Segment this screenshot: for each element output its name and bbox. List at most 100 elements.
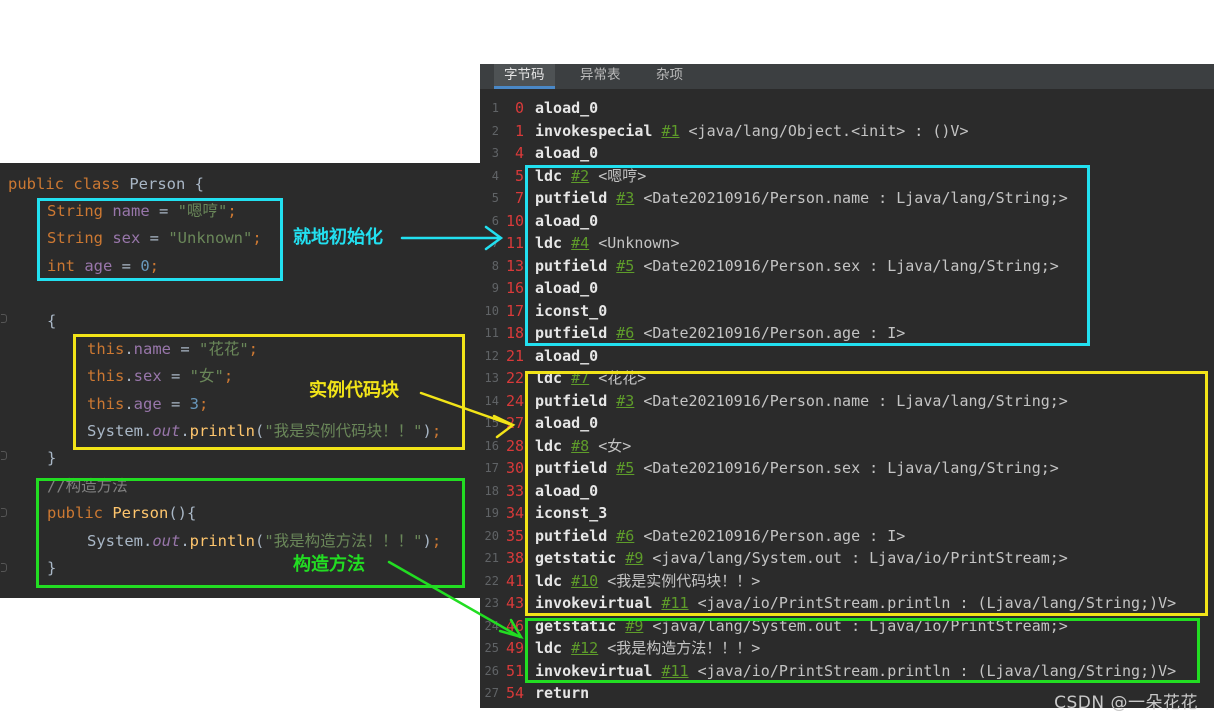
tab-misc[interactable]: 杂项 (656, 67, 683, 83)
constant-pool-ref-link[interactable]: #11 (661, 661, 689, 680)
opcode: aload_0 (535, 210, 598, 232)
constant-pool-ref-link[interactable]: #9 (625, 616, 644, 635)
bytecode-offset: 22 (505, 369, 524, 387)
bytecode-tab-bar: 字节码 异常表 杂项 (480, 64, 1214, 89)
code-token: "嗯哼" (177, 202, 228, 220)
watermark: CSDN @一朵花花 (1054, 693, 1198, 713)
code-token: ; (431, 422, 442, 440)
opcode-name: iconst_3 (535, 504, 608, 522)
fold-marker-icon[interactable] (1, 563, 7, 572)
constant-pool-ref-link[interactable]: #3 (616, 189, 635, 207)
code-token: = (140, 229, 169, 247)
code-token: System. (87, 422, 153, 440)
constant-pool-ref-link[interactable]: #2 (571, 166, 590, 185)
constant-pool-ref-link[interactable]: #11 (661, 594, 689, 612)
code-token: } (47, 449, 57, 467)
bytecode-offset: 13 (505, 256, 524, 275)
constant-pool-ref-link[interactable]: #6 (616, 526, 635, 545)
fold-marker-icon[interactable] (1, 451, 7, 460)
bytecode-offset: 51 (505, 661, 524, 680)
code-token: this (87, 367, 125, 385)
opcode-name: aload_0 (535, 211, 599, 230)
bytecode-offset: 17 (505, 301, 524, 320)
bytecode-field-init-box (525, 165, 1090, 346)
code-line: this.age = 3; (87, 394, 208, 414)
constant-pool-ref-link[interactable]: #8 (571, 436, 590, 455)
opcode: putfield #3 <Date20210916/Person.name : … (535, 390, 1068, 412)
constant-pool-ref-link[interactable]: #12 (571, 639, 599, 657)
opcode: return (535, 682, 589, 704)
constant-pool-ref-link[interactable]: #5 (616, 459, 635, 477)
constant-pool-ref-link[interactable]: #6 (616, 324, 635, 342)
opcode: ldc #12 <我是构造方法！！！> (535, 637, 760, 659)
bytecode-offset: 7 (514, 189, 524, 207)
line-number: 11 (484, 326, 499, 340)
opcode: ldc #4 <Unknown> (535, 232, 680, 254)
fold-marker-icon[interactable] (1, 508, 7, 517)
constant-pool-ref-link[interactable]: #3 (616, 391, 635, 410)
line-number: 21 (484, 551, 499, 565)
constant-pool-ref-link[interactable]: #5 (616, 256, 635, 275)
opcode: aload_0 (535, 412, 598, 434)
line-number: 19 (484, 506, 499, 520)
code-token: println (189, 422, 255, 440)
code-token: //构造方法 (47, 477, 128, 495)
code-token: public class (8, 175, 130, 193)
code-token: . (124, 395, 134, 413)
constant-pool-ref-link[interactable]: #9 (625, 549, 644, 567)
line-number: 25 (484, 641, 499, 655)
line-number: 23 (484, 596, 499, 610)
code-token: . (124, 340, 134, 358)
fold-marker-icon[interactable] (1, 314, 7, 323)
code-token: = (171, 340, 199, 358)
opcode: getstatic #9 <java/lang/System.out : Lja… (535, 547, 1068, 569)
code-token: ; (223, 367, 234, 385)
tab-exception-table[interactable]: 异常表 (580, 67, 621, 83)
opcode: ldc #10 <我是实例代码块！！> (535, 570, 760, 592)
opcode: ldc #2 <嗯哼> (535, 165, 646, 187)
constant-pool-ref-link[interactable]: #1 (661, 121, 680, 140)
opcode-argument: <Date20210916/Person.sex : Ljava/lang/St… (643, 459, 1059, 477)
line-number: 15 (484, 416, 499, 430)
opcode-name: ldc (535, 639, 563, 657)
opcode-name: putfield (535, 189, 608, 207)
opcode-name: return (535, 684, 590, 702)
opcode: putfield #5 <Date20210916/Person.sex : L… (535, 457, 1059, 479)
code-line: public class Person { (8, 174, 204, 194)
code-line: //构造方法 (47, 476, 128, 496)
code-token: = (161, 367, 190, 385)
constant-pool-ref-link[interactable]: #10 (571, 571, 599, 590)
code-token: . (124, 367, 134, 385)
line-number: 5 (491, 191, 499, 205)
opcode-argument: <java/lang/Object.<init> : ()V> (688, 121, 969, 140)
line-number: 17 (484, 461, 499, 475)
source-editor[interactable]: public class Person {String name = "嗯哼";… (0, 163, 480, 598)
code-token: out (152, 422, 181, 440)
constant-pool-ref-link[interactable]: #4 (571, 234, 590, 252)
code-token: int (47, 257, 85, 275)
code-token: ; (248, 340, 259, 358)
tab-bytecode[interactable]: 字节码 (494, 64, 555, 89)
